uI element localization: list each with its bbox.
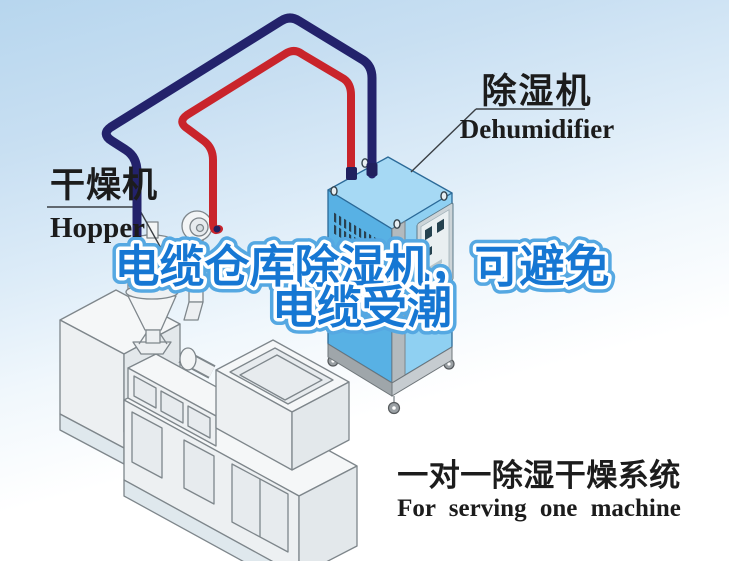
blower-duct-elbow xyxy=(183,301,204,321)
title-line2: 电缆受潮 xyxy=(272,281,452,334)
eyelet-ring xyxy=(440,191,448,201)
return-pipe xyxy=(101,13,377,251)
hopper-neck xyxy=(145,329,161,344)
body-side-face xyxy=(298,465,358,561)
extruder-machine xyxy=(59,289,358,561)
blower-fan xyxy=(181,210,213,242)
endbox-recessed-panel xyxy=(229,347,334,405)
control-panel xyxy=(416,202,454,302)
base-strip-right xyxy=(391,346,453,397)
dehumidifier-pointer-line xyxy=(410,108,477,173)
panel-button xyxy=(437,218,444,233)
endbox-side-face xyxy=(291,381,350,471)
pipes xyxy=(101,13,378,251)
endbox-recessed-inner xyxy=(239,354,323,401)
front-window xyxy=(183,439,215,505)
main-title: 电缆仓库除湿机，可避免 电缆受潮 电缆仓库除湿机，可避免 电缆受潮 xyxy=(107,233,616,341)
eyelet-ring xyxy=(393,219,401,229)
blower-inlet-fitting xyxy=(213,225,221,233)
hopper-assembly xyxy=(125,210,213,355)
supply-pipe-fitting xyxy=(346,167,357,180)
eyelet-ring xyxy=(330,186,338,196)
panel-slot xyxy=(425,258,442,274)
bottom-caption-en: For serving one machine xyxy=(397,494,681,522)
label-pointers xyxy=(47,108,585,260)
panel-button xyxy=(425,225,432,241)
hopper-label-zh: 干燥机 xyxy=(50,165,159,206)
blower-hub xyxy=(195,223,205,233)
caster-wheel xyxy=(387,396,401,415)
return-pipe-fitting xyxy=(366,163,378,176)
body-base xyxy=(123,479,274,561)
hopper-label: 干燥机 Hopper xyxy=(50,165,200,244)
hopper-pointer-line xyxy=(137,206,168,260)
front-window xyxy=(131,411,163,479)
band-pane xyxy=(160,390,184,424)
band-pane xyxy=(187,405,211,439)
bottom-caption: 一对一除湿干燥系统 For serving one machine xyxy=(388,460,690,522)
hopper-flange xyxy=(125,284,179,300)
dehumidifier-label: 除湿机 Dehumidifier xyxy=(432,71,642,144)
title-line1-outline: 电缆仓库除湿机，可避免 xyxy=(114,240,609,293)
supply-pipe xyxy=(178,47,355,235)
dehumidifier-unit xyxy=(327,156,455,415)
band-pane xyxy=(133,375,157,409)
panel-button xyxy=(425,245,432,259)
title-line1: 电缆仓库除湿机，可避免 xyxy=(114,240,609,293)
coupling-flange xyxy=(179,347,197,371)
dehumidifier-label-zh: 除湿机 xyxy=(481,71,593,112)
dehumidifier-label-en: Dehumidifier xyxy=(459,113,615,144)
hopper-label-en: Hopper xyxy=(50,211,146,244)
title-line2-outline: 电缆受潮 xyxy=(272,281,452,334)
bottom-caption-zh: 一对一除湿干燥系统 xyxy=(397,458,681,494)
hopper-top-cap xyxy=(146,221,159,239)
